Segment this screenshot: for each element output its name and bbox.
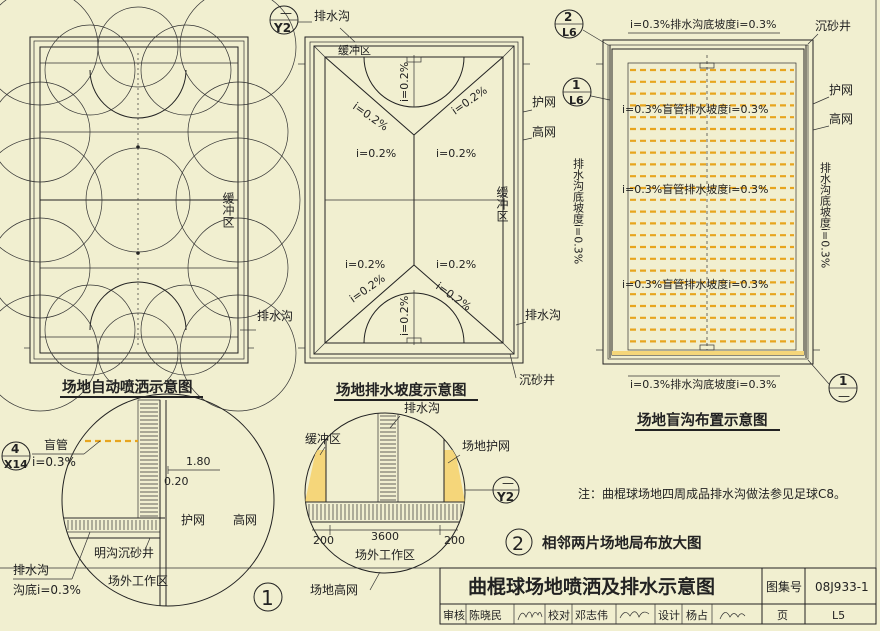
d1-drain-label: 排水沟	[13, 563, 49, 577]
buffer-label-right: 缓冲区	[495, 186, 509, 222]
r-left-vertical-slope: 排水沟底坡度i=0.3%	[572, 157, 585, 265]
d1-outside-label: 场外工作区	[108, 574, 168, 588]
title-block: 曲棍球场地喷洒及排水示意图 图集号 08J933-1 审核 陈晓民 校对 邓志伟…	[0, 567, 877, 625]
r-blind-slope-1: i=0.3%盲管排水坡度i=0.3%	[622, 102, 768, 116]
d1-dim-180: 1.80	[186, 455, 211, 468]
detail-1-marker	[253, 582, 283, 612]
atlas-label: 图集号	[766, 579, 802, 594]
slope-label-10: i=0.2%	[398, 296, 411, 336]
note-text: 注：曲棍球场地四周成品排水沟做法参见足球C8。	[578, 486, 846, 501]
d2-outside-label: 场外工作区	[355, 548, 415, 562]
d1-dim-020: 0.20	[164, 475, 189, 488]
detail-2: 3600 200 200 排水沟 缓冲区 场地护网 — Y2 场外工作区 场地高…	[304, 401, 702, 597]
d1-drain-bottom-label: 沟底i=0.3%	[13, 582, 81, 597]
callout-4-ref: X14	[4, 458, 28, 471]
detail-1: 1.80 0.20 盲管 i=0.3% 4 X14 护网 高网 明沟沉砂井 排水…	[1, 393, 283, 612]
page-number: L5	[832, 609, 845, 622]
callout-y2-mid-ref: Y2	[496, 490, 514, 504]
slope-label-3: i=0.2%	[345, 258, 385, 271]
detail-1-num: 1	[261, 586, 274, 610]
callout-2-ref: L6	[562, 26, 577, 39]
d1-guard-label: 护网	[181, 513, 205, 527]
callout-y2-mid-num: —	[502, 476, 514, 490]
slope-label-4: i=0.2%	[436, 258, 476, 271]
buffer-label-left: 缓冲区	[221, 192, 235, 228]
r-right-vertical-slope: 排水沟底坡度i=0.3%	[819, 161, 832, 269]
callout-1b-ref: —	[838, 389, 850, 403]
slope-label-7: i=0.2%	[347, 272, 387, 306]
drain-ditch-label-mid: 排水沟	[525, 308, 561, 322]
callout-y2-top-num: —	[280, 6, 292, 20]
slope-label-6: i=0.2%	[449, 84, 489, 118]
checker-signature	[619, 611, 650, 619]
designer-name: 杨占	[686, 608, 708, 622]
slope-label-9: i=0.2%	[398, 62, 411, 102]
slope-label-2: i=0.2%	[436, 147, 476, 160]
ditch-strip	[612, 351, 804, 355]
drawing-title: 曲棍球场地喷洒及排水示意图	[468, 575, 715, 598]
atlas-number: 08J933-1	[815, 580, 869, 594]
sprinkler-caption: 场地自动喷洒示意图	[62, 378, 193, 396]
callout-2-num: 2	[564, 10, 572, 24]
callout-4-num: 4	[11, 442, 19, 456]
r-top-slope-label: i=0.3%排水沟底坡度i=0.3%	[630, 17, 776, 31]
reviewer-signature	[517, 611, 543, 621]
callout-1-ref: L6	[569, 94, 584, 107]
r-blind-slope-3: i=0.3%盲管排水坡度i=0.3%	[622, 277, 768, 291]
d1-blind-slope-label: i=0.3%	[32, 455, 76, 469]
blind-ditch-plan: i=0.3%排水沟底坡度i=0.3% i=0.3%排水沟底坡度i=0.3% i=…	[554, 9, 858, 431]
drain-ditch-label-left: 排水沟	[257, 309, 293, 323]
d2-dim-200-left: 200	[313, 534, 334, 547]
detail-2-marker	[505, 528, 533, 556]
r-sand-well-label: 沉砂井	[815, 19, 851, 33]
buffer-label-top: 缓冲区	[338, 43, 371, 57]
page-label: 页	[777, 609, 788, 622]
d1-open-ditch-label: 明沟沉砂井	[94, 546, 154, 560]
detail-2-caption: 相邻两片场地局布放大图	[542, 534, 702, 552]
check-label: 校对	[548, 608, 570, 622]
blind-ditch-caption: 场地盲沟布置示意图	[637, 411, 768, 429]
callout-1-num: 1	[572, 78, 580, 92]
sand-well-label: 沉砂井	[519, 373, 555, 387]
d1-blind-pipe-label: 盲管	[44, 437, 68, 452]
blind-pipe-lines	[630, 68, 794, 343]
d2-high-net-label: 场地高网	[310, 582, 358, 597]
high-net-label: 高网	[532, 124, 556, 139]
detail-2-num: 2	[512, 533, 524, 555]
slope-label-5: i=0.2%	[350, 100, 390, 134]
review-label: 审核	[443, 608, 465, 622]
slope-plan: i=0.2% i=0.2% i=0.2% i=0.2% i=0.2% i=0.2…	[269, 5, 561, 401]
slope-label-8: i=0.2%	[433, 280, 473, 314]
d2-site-net-label: 场地护网	[462, 439, 510, 453]
r-blind-slope-2: i=0.3%盲管排水坡度i=0.3%	[622, 182, 768, 196]
slope-label-1: i=0.2%	[356, 147, 396, 160]
sprinkler-circles	[0, 0, 301, 412]
r-high-net-label: 高网	[829, 111, 853, 126]
r-guard-net-label: 护网	[829, 83, 853, 97]
callout-y2-top-ref: Y2	[273, 21, 291, 35]
d2-ditch-label: 排水沟	[404, 401, 440, 415]
d2-buffer-label: 缓冲区	[305, 431, 341, 446]
d2-dim-200-right: 200	[444, 534, 465, 547]
r-bottom-slope-label: i=0.3%排水沟底坡度i=0.3%	[630, 377, 776, 391]
design-label: 设计	[658, 609, 680, 622]
checker-name: 邓志伟	[575, 609, 608, 622]
reviewer-name: 陈晓民	[469, 608, 502, 622]
drain-ditch-label-top: 排水沟	[314, 9, 350, 23]
callout-1b-num: 1	[839, 374, 847, 388]
d1-high-label: 高网	[233, 512, 257, 527]
d2-dim-3600: 3600	[371, 530, 399, 543]
guard-net-label: 护网	[532, 95, 556, 109]
sprinkler-plan: 缓冲区 排水沟 场地自动喷洒示意图	[0, 0, 301, 412]
slope-caption: 场地排水坡度示意图	[336, 381, 467, 399]
designer-signature	[719, 612, 746, 620]
